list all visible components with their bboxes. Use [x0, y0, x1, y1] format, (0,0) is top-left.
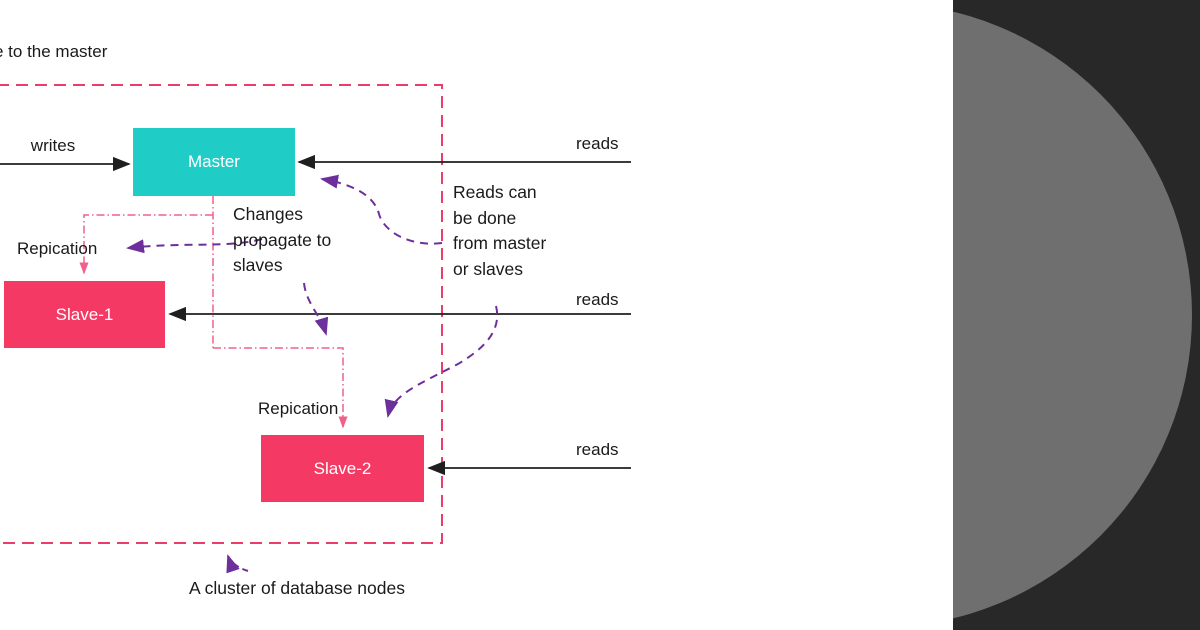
replication-line-slave2 [213, 347, 348, 429]
decorative-circle [953, 3, 1192, 627]
slave1-node: Slave-1 [4, 281, 165, 348]
repication-slave1-label: Repication [17, 239, 98, 258]
reads-can-be-done-note: Reads can be done from master or slaves [453, 182, 547, 279]
reads-slave2-label: reads [576, 440, 619, 459]
cluster-of-nodes-note: A cluster of database nodes [189, 578, 405, 598]
writes-label: writes [30, 136, 76, 155]
slave1-node-label: Slave-1 [55, 304, 114, 324]
reads-slave1-label: reads [576, 290, 619, 309]
master-node-label: Master [188, 152, 240, 171]
connector-readsnote-to-master [320, 174, 443, 245]
connector-readsnote-to-slave2 [384, 305, 499, 418]
right-panel [953, 0, 1200, 630]
repication-slave2-label: Repication [258, 399, 339, 418]
slave2-node-label: Slave-2 [313, 458, 372, 478]
changes-propagate-note: Changes propagate to slaves [233, 204, 332, 275]
replication-line-slave1 [79, 214, 213, 275]
connector-changes-to-junction [303, 282, 329, 336]
slave2-node: Slave-2 [261, 435, 424, 502]
reads-master-label: reads [576, 134, 619, 153]
master-node: Master [133, 128, 295, 196]
connector-changes-to-repication [126, 238, 263, 254]
caption-top: e to the master [0, 42, 108, 61]
connector-clusternote-to-border [226, 554, 249, 574]
